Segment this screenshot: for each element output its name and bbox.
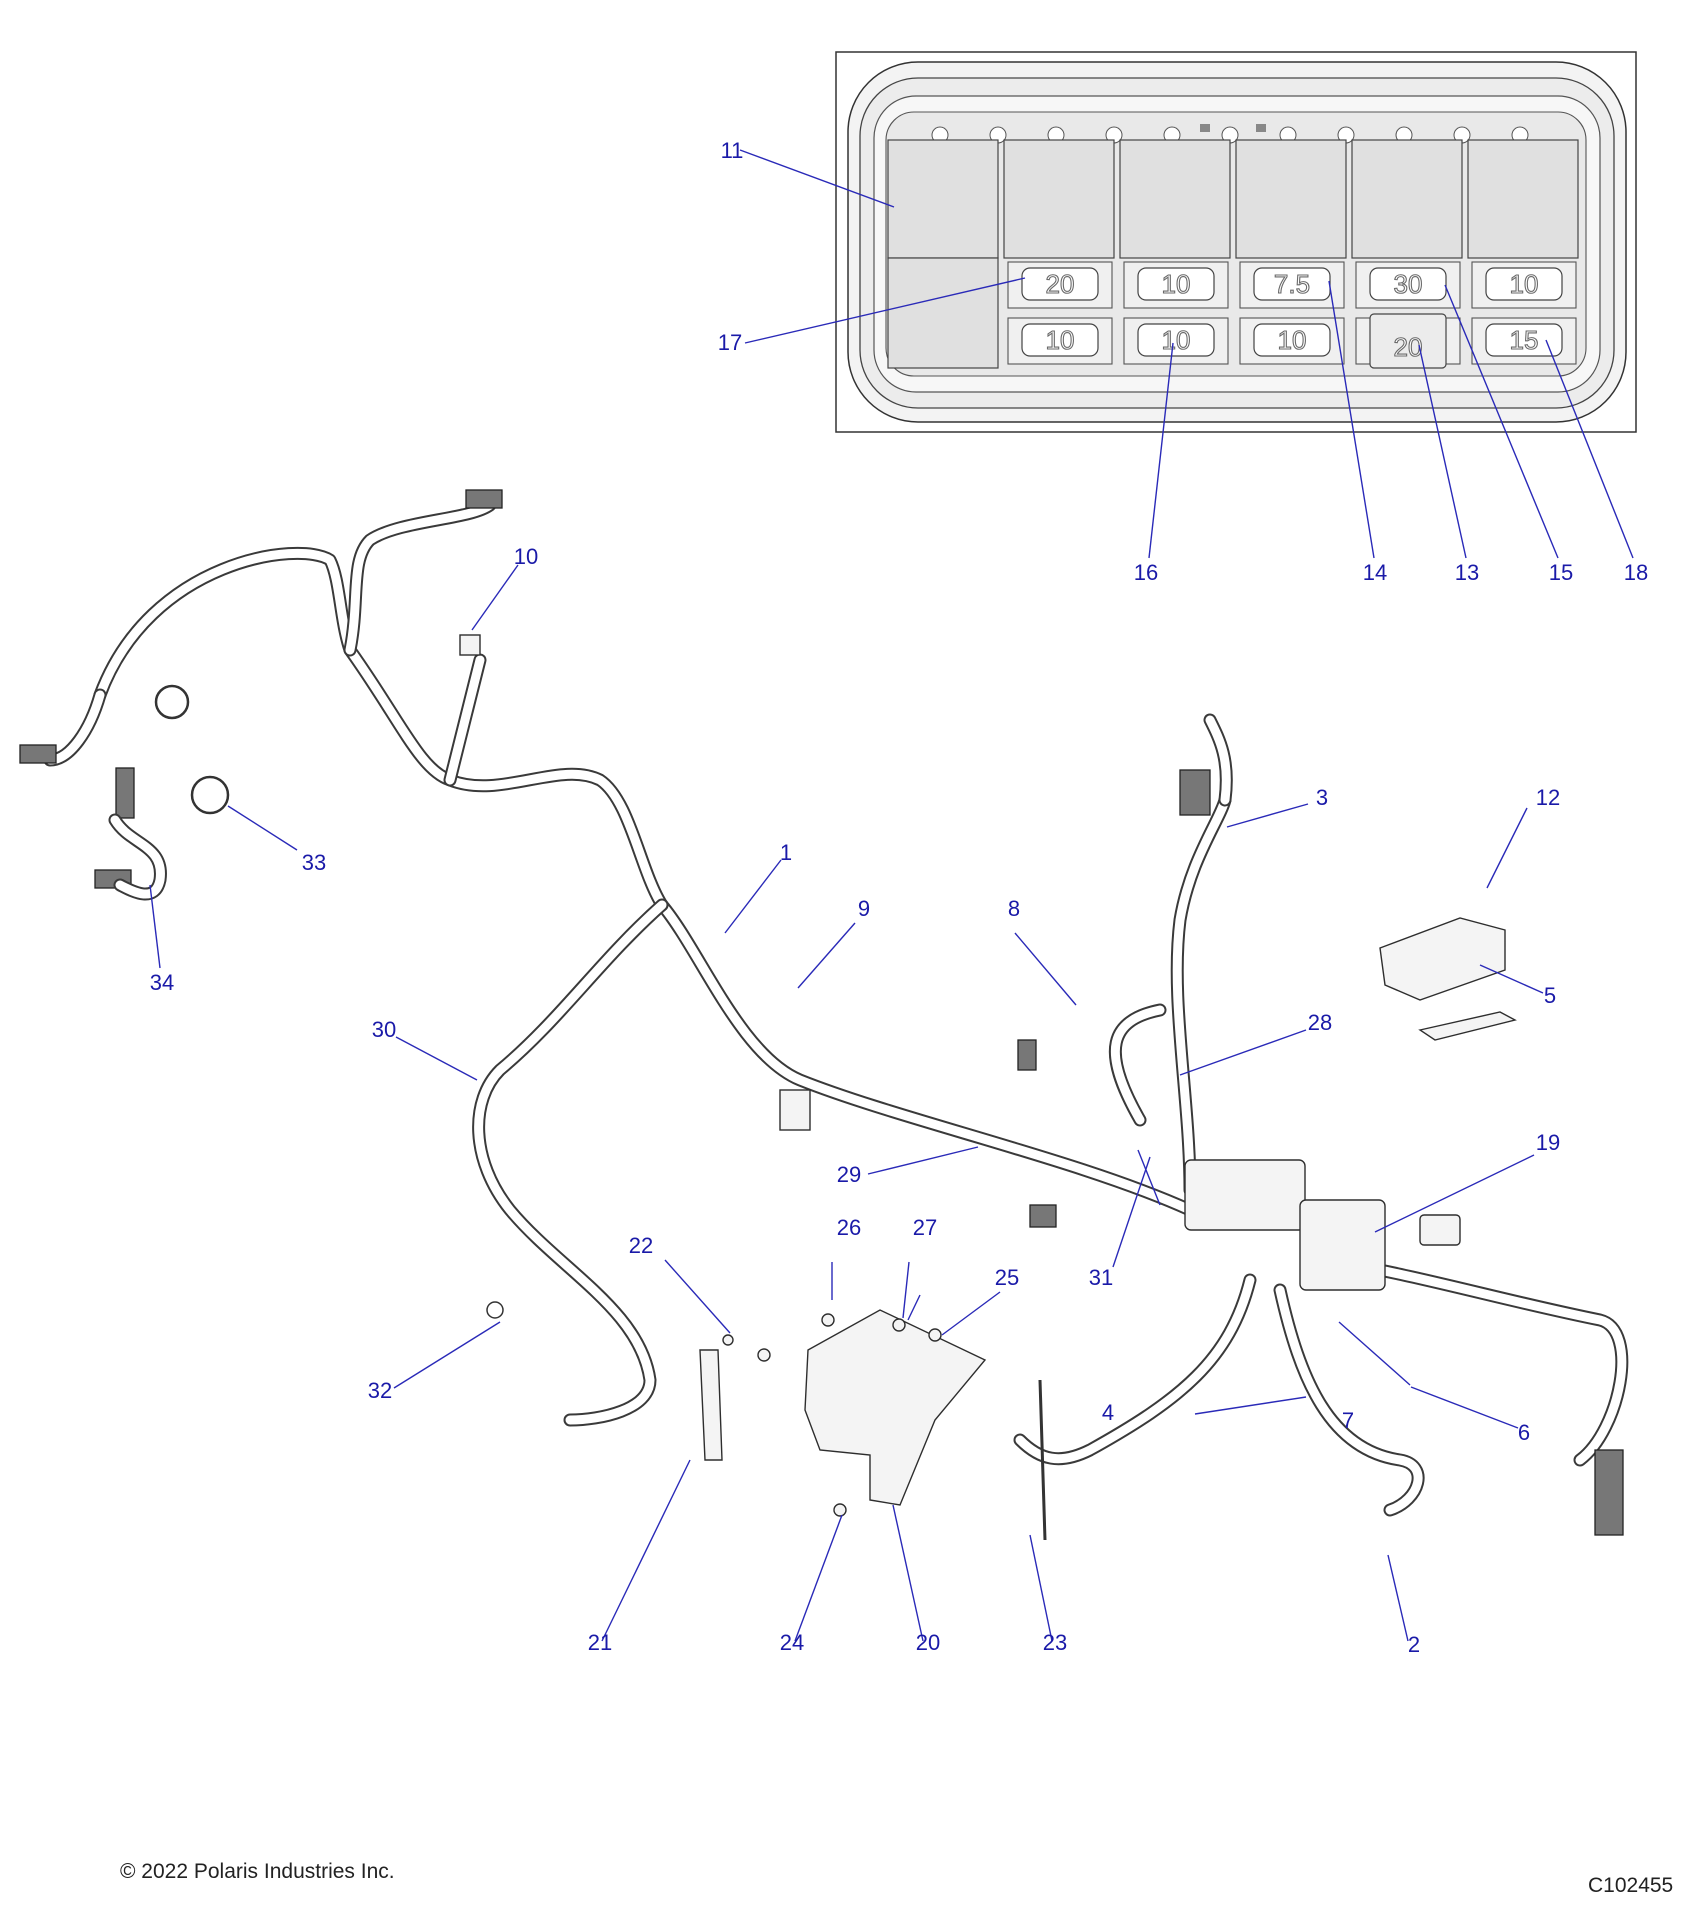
callout-31: 31 — [1089, 1265, 1113, 1290]
fuse-top-1: 20 — [1046, 269, 1075, 299]
callout-1: 1 — [780, 840, 792, 865]
callout-9: 9 — [858, 896, 870, 921]
callout-18: 18 — [1624, 560, 1648, 585]
callout-16: 16 — [1134, 560, 1158, 585]
fuse-bottom-5: 15 — [1510, 325, 1539, 355]
callout-30: 30 — [372, 1017, 396, 1042]
callout-labels: 11 17 16 14 13 15 18 10 1 9 8 3 12 5 28 … — [150, 138, 1648, 1657]
callout-25: 25 — [995, 1265, 1019, 1290]
callout-12: 12 — [1536, 785, 1560, 810]
callout-22: 22 — [629, 1233, 653, 1258]
callout-8: 8 — [1008, 896, 1020, 921]
callout-23: 23 — [1043, 1630, 1067, 1655]
callout-20: 20 — [916, 1630, 940, 1655]
callout-17: 17 — [718, 330, 742, 355]
callout-14: 14 — [1363, 560, 1387, 585]
callout-7: 7 — [1342, 1408, 1354, 1433]
callout-19: 19 — [1536, 1130, 1560, 1155]
callout-4: 4 — [1102, 1400, 1114, 1425]
callout-2: 2 — [1408, 1632, 1420, 1657]
main-harness — [19, 489, 1629, 1541]
fuse-bottom-1: 10 — [1046, 325, 1075, 355]
callout-24: 24 — [780, 1630, 804, 1655]
callout-13: 13 — [1455, 560, 1479, 585]
callout-28: 28 — [1308, 1010, 1332, 1035]
fuse-bottom-4: 20 — [1394, 332, 1423, 362]
callout-27: 27 — [913, 1215, 937, 1240]
figure-id: C102455 — [1588, 1874, 1674, 1897]
fuse-top-3: 7.5 — [1274, 269, 1310, 299]
callout-32: 32 — [368, 1378, 392, 1403]
fuse-top-5: 10 — [1510, 269, 1539, 299]
fuse-box-inset: 20 10 7.5 30 10 10 10 10 20 15 — [835, 51, 1637, 433]
callout-33: 33 — [302, 850, 326, 875]
fuse-top-4: 30 — [1394, 269, 1423, 299]
callout-11: 11 — [721, 138, 744, 163]
copyright-text: © 2022 Polaris Industries Inc. — [120, 1860, 395, 1883]
callout-15: 15 — [1549, 560, 1573, 585]
callout-29: 29 — [837, 1162, 861, 1187]
callout-34: 34 — [150, 970, 174, 995]
callout-3: 3 — [1316, 785, 1328, 810]
fuse-bottom-3: 10 — [1278, 325, 1307, 355]
callout-21: 21 — [588, 1630, 612, 1655]
callout-6: 6 — [1518, 1420, 1530, 1445]
callout-5: 5 — [1544, 983, 1556, 1008]
leader-lines — [149, 149, 1634, 1642]
callout-26: 26 — [837, 1215, 861, 1240]
fuse-bottom-2: 10 — [1162, 325, 1191, 355]
callout-10: 10 — [514, 544, 538, 569]
fuse-top-2: 10 — [1162, 269, 1191, 299]
